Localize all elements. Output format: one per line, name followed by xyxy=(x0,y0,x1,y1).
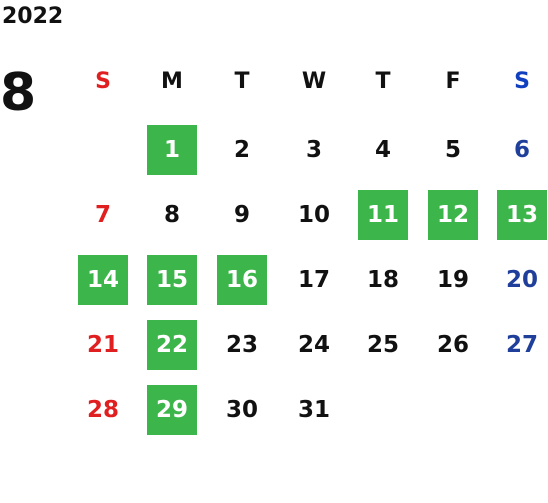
day-cell-14[interactable]: 14 xyxy=(78,255,128,305)
day-cell-23[interactable]: 23 xyxy=(225,332,258,358)
day-cell-2[interactable]: 2 xyxy=(233,137,250,163)
day-cell-10[interactable]: 10 xyxy=(297,202,330,228)
weekday-header-tue: T xyxy=(234,68,250,94)
day-cell-8[interactable]: 8 xyxy=(163,202,180,228)
day-cell-20[interactable]: 20 xyxy=(505,267,538,293)
day-cell-31[interactable]: 31 xyxy=(297,397,330,423)
day-cell-25[interactable]: 25 xyxy=(366,332,399,358)
month-label: 8 xyxy=(0,63,37,123)
day-cell-18[interactable]: 18 xyxy=(366,267,399,293)
day-cell-13[interactable]: 13 xyxy=(497,190,547,240)
weekday-header-thu: T xyxy=(375,68,391,94)
day-cell-30[interactable]: 30 xyxy=(225,397,258,423)
weekday-header-fri: F xyxy=(445,68,461,94)
weekday-header-sat: S xyxy=(514,68,530,94)
day-cell-9[interactable]: 9 xyxy=(233,202,250,228)
day-cell-22[interactable]: 22 xyxy=(147,320,197,370)
day-cell-4[interactable]: 4 xyxy=(374,137,391,163)
day-cell-19[interactable]: 19 xyxy=(436,267,469,293)
year-label: 2022 xyxy=(2,4,64,29)
day-cell-15[interactable]: 15 xyxy=(147,255,197,305)
day-cell-1[interactable]: 1 xyxy=(147,125,197,175)
day-cell-6[interactable]: 6 xyxy=(513,137,530,163)
day-cell-29[interactable]: 29 xyxy=(147,385,197,435)
day-cell-12[interactable]: 12 xyxy=(428,190,478,240)
day-cell-11[interactable]: 11 xyxy=(358,190,408,240)
day-cell-17[interactable]: 17 xyxy=(297,267,330,293)
day-cell-5[interactable]: 5 xyxy=(444,137,461,163)
weekday-header-wed: W xyxy=(301,68,327,94)
day-cell-16[interactable]: 16 xyxy=(217,255,267,305)
day-cell-7[interactable]: 7 xyxy=(94,202,111,228)
weekday-header-sun: S xyxy=(95,68,111,94)
day-cell-27[interactable]: 27 xyxy=(505,332,538,358)
day-cell-21[interactable]: 21 xyxy=(86,332,119,358)
day-cell-28[interactable]: 28 xyxy=(86,397,119,423)
day-cell-26[interactable]: 26 xyxy=(436,332,469,358)
day-cell-24[interactable]: 24 xyxy=(297,332,330,358)
day-cell-3[interactable]: 3 xyxy=(305,137,322,163)
weekday-header-mon: M xyxy=(161,68,183,94)
